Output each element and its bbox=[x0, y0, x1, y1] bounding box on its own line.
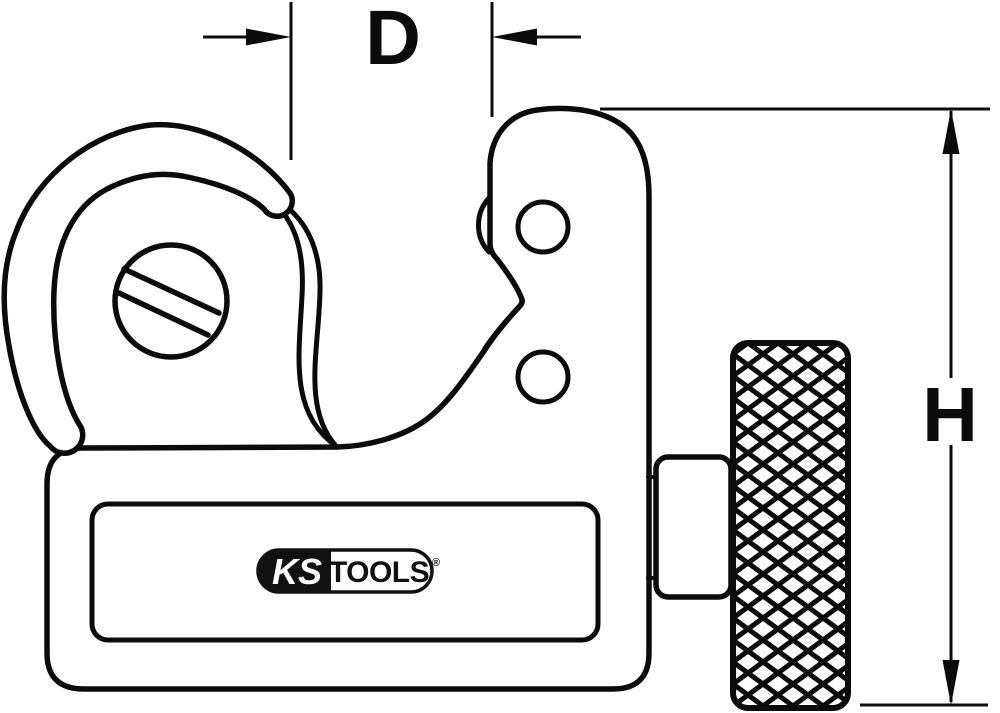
hook-arm bbox=[1, 121, 295, 456]
dim-h-label: H bbox=[922, 372, 978, 458]
logo-ks-text: KS bbox=[272, 551, 322, 592]
logo-registered-mark: ® bbox=[432, 557, 440, 569]
knurled-knob bbox=[730, 340, 851, 711]
guide-claw-inner-arc bbox=[281, 211, 339, 449]
dim-d-arrowhead-left bbox=[246, 28, 291, 46]
screw-slot-line-1 bbox=[121, 266, 222, 316]
screw-slot-line-2 bbox=[116, 290, 211, 338]
tool-outline-group bbox=[1, 105, 851, 711]
frame-outline bbox=[44, 105, 652, 692]
dim-d-label: D bbox=[365, 0, 421, 81]
cutting-wheel-edge bbox=[476, 195, 492, 255]
dim-d-arrowhead-right bbox=[492, 28, 537, 46]
guide-claw-outer-arc bbox=[286, 206, 339, 449]
spindle-neck bbox=[653, 454, 734, 600]
roller-pin-top bbox=[515, 199, 571, 255]
roller-pin-bottom bbox=[515, 349, 571, 405]
dim-h-arrowhead-top bbox=[942, 109, 960, 154]
dimension-annotations bbox=[203, 2, 990, 707]
dim-h-arrowhead-bottom bbox=[942, 660, 960, 705]
logo-tools-text: TOOLS bbox=[329, 556, 429, 589]
ks-tools-logo: KS TOOLS ® bbox=[256, 548, 440, 594]
cutting-wheel-lower-edge bbox=[481, 305, 521, 353]
logo-black-segment bbox=[259, 551, 331, 591]
label-panel bbox=[89, 501, 601, 643]
